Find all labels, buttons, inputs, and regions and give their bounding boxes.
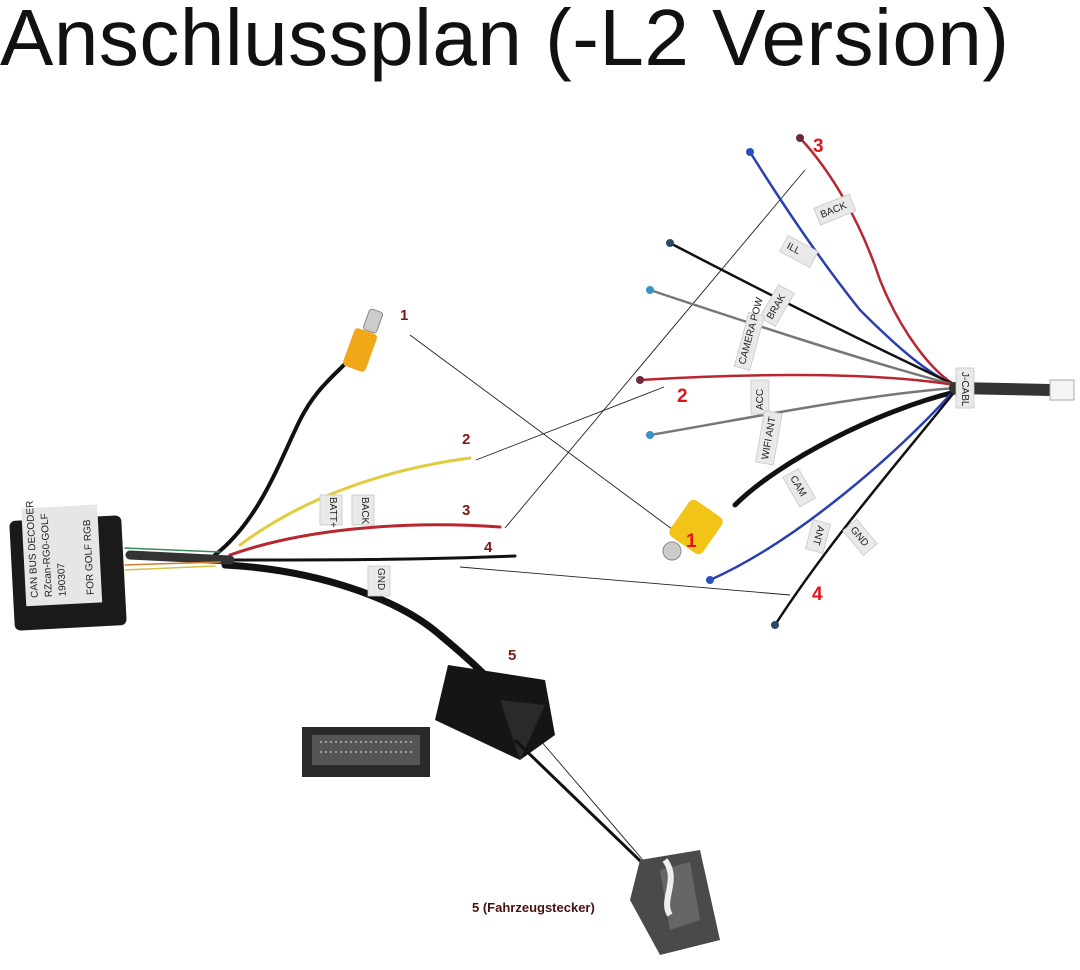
right-number-3: 3 [813,136,824,157]
tag-jcable: J-CABL [959,372,970,407]
tag-batt: BATT+ [327,497,338,528]
wire-brak [668,241,957,387]
wire-tips [636,134,804,629]
wire-camera-pow [648,288,957,387]
quadlock-connector [435,665,662,882]
wire-ant [708,393,952,582]
right-harness [638,136,1056,627]
connection-lines [409,169,806,881]
tag-acc: ACC [755,389,766,410]
connection-line-5 [539,739,661,881]
wire-back [798,136,957,387]
vehicle-connector [630,850,720,955]
connector-face [302,727,430,777]
wire-ill [748,150,957,387]
right-number-2: 2 [677,386,688,407]
plug-white [1049,379,1075,401]
left-number-2: 2 [462,431,470,448]
wire-black-thin [228,554,517,562]
wire-yellow [238,456,472,547]
decoder-serial: 190307 [56,562,69,596]
left-number-1: 1 [400,307,408,324]
wire-camera-black [213,343,362,557]
right-number-1: 1 [686,531,697,552]
right-number-4: 4 [812,584,823,605]
left-number-3: 3 [462,502,470,519]
tag-ant: ANT [810,524,826,546]
rca-connector-yellow-right [662,499,723,561]
rca-connector-yellow-left [343,308,383,372]
left-number-4: 4 [484,539,493,556]
left-number-5: 5 [508,647,516,664]
wire-wifi-ant [648,386,957,437]
wire-red [228,523,502,557]
wire-acc [638,373,957,387]
page-title: Anschlussplan (-L2 Version) [0,0,1010,82]
tag-gnd-left: GND [375,568,386,590]
vehicle-connector-caption: 5 (Fahrzeugstecker) [472,900,595,915]
connection-line-4 [459,566,791,596]
wire-cam [732,389,958,508]
can-bus-decoder: CAN BUS DECODER RZcan-RG0-GOLF 190307 FO… [9,500,127,631]
wire-gnd [773,393,954,627]
wire-bundle [125,550,235,565]
left-wire-tags: BATT+ BACK GND [319,494,391,597]
connection-line-3 [504,169,806,529]
connection-line-1 [409,334,681,536]
right-wire-tags: ILL BACK BRAK CAMERA POW ACC WIFI ANT CA… [733,193,975,556]
decoder-model: RZcan-RG0-GOLF [39,513,54,597]
wire-main-cable [221,561,504,694]
decoder-line3: FOR GOLF RGB [82,519,97,595]
tag-back: BACK [359,497,370,525]
decoder-label: CAN BUS DECODER [25,500,41,598]
connection-line-2 [475,386,665,461]
left-harness [124,343,517,694]
